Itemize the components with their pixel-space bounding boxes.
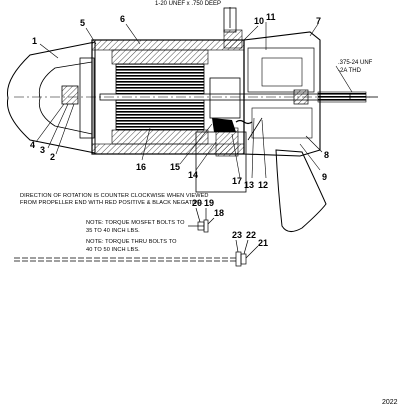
part-label-13: 13	[244, 180, 254, 190]
top-thread-callout: 1-20 UNEF x .750 DEEP	[155, 1, 221, 7]
part-label-11: 11	[266, 12, 276, 22]
rear-cap-inner	[261, 57, 303, 87]
housing-wall-top	[91, 39, 245, 51]
shaft-thread-callout-line1: .375-24 UNF	[338, 60, 373, 66]
skeg-fin	[275, 149, 327, 232]
part-label-8: 8	[324, 150, 329, 160]
mosfet-board	[223, 29, 243, 49]
rear-bearing	[293, 89, 309, 105]
part-label-20: 20	[192, 198, 202, 208]
thru-note-line2: 40 TO 50 INCH LBS.	[86, 247, 140, 253]
part-label-6: 6	[120, 14, 125, 24]
part-label-16: 16	[136, 162, 146, 172]
part-label-15: 15	[170, 162, 180, 172]
part-label-19: 19	[204, 198, 214, 208]
rear-cap-body	[247, 47, 315, 93]
part-label-10: 10	[254, 16, 264, 26]
nose-cone	[6, 41, 96, 154]
part-label-3: 3	[40, 145, 45, 155]
mosfet-note-line2: 35 TO 40 INCH LBS.	[86, 228, 140, 234]
thru-note-line1: NOTE: TORQUE THRU BOLTS TO	[86, 239, 177, 245]
part-label-2: 2	[50, 152, 55, 162]
part-label-1: 1	[32, 36, 37, 46]
wire-lead-inner	[215, 127, 239, 157]
magnet-upper	[111, 49, 209, 65]
part-label-22: 22	[246, 230, 256, 240]
armature-lower	[115, 99, 205, 131]
part-label-5: 5	[80, 18, 85, 28]
thru-bolt	[14, 239, 259, 267]
armature-upper	[115, 63, 205, 95]
part-label-23: 23	[232, 230, 242, 240]
part-label-14: 14	[188, 170, 198, 180]
nose-cone-cavity	[38, 61, 93, 135]
part-callouts	[35, 22, 323, 179]
shaft-thread-callout-line2: -2A THD	[338, 68, 362, 74]
part-label-9: 9	[322, 172, 327, 182]
magnet-lower	[111, 129, 209, 145]
part-label-21: 21	[258, 238, 268, 248]
rotation-note-line2: FROM PROPELLER END WITH RED POSITIVE & B…	[20, 200, 203, 206]
part-label-12: 12	[258, 180, 268, 190]
part-label-4: 4	[30, 140, 35, 150]
commutator	[209, 77, 241, 119]
bearing	[61, 85, 79, 105]
threaded-shaft-end	[317, 91, 367, 103]
drawing-reference: 2022	[382, 399, 398, 406]
rotation-note-line1: DIRECTION OF ROTATION IS COUNTER CLOCKWI…	[20, 193, 209, 199]
end-bell-seal	[79, 57, 95, 139]
part-label-18: 18	[214, 208, 224, 218]
mosfet-note-line1: NOTE: TORQUE MOSFET BOLTS TO	[86, 220, 185, 226]
part-label-7: 7	[316, 16, 321, 26]
rear-housing-flange	[251, 107, 313, 139]
mosfet-bolt	[188, 207, 215, 233]
part-label-17: 17	[232, 176, 242, 186]
